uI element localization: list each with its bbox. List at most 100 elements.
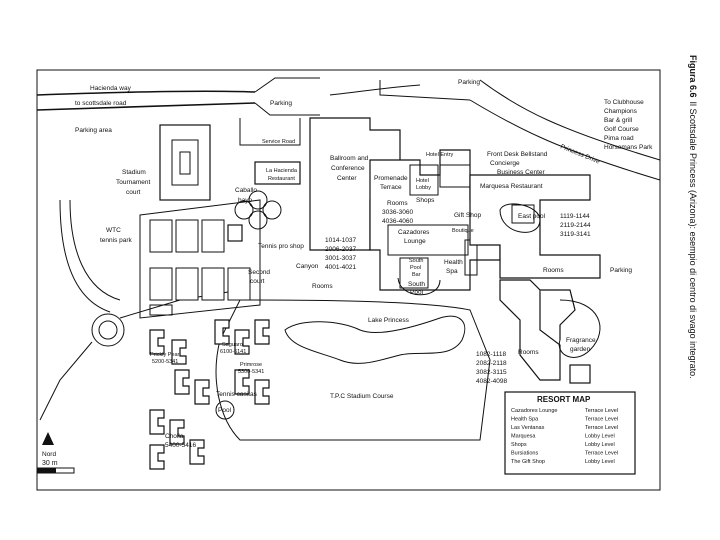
label-hotel-lobby-1: Hotel bbox=[416, 178, 429, 184]
label-ballroom-1: Ballroom and bbox=[330, 155, 369, 162]
legend-level: Lobby Level bbox=[585, 459, 615, 465]
legend-level: Lobby Level bbox=[585, 442, 615, 448]
label-front-desk-2: Concierge bbox=[490, 160, 520, 167]
label-rooms-left-2: 2006-2037 bbox=[325, 246, 356, 253]
label-rooms-left-4: 4001-4021 bbox=[325, 264, 356, 271]
tpc-course-outline bbox=[215, 299, 491, 441]
label-ballroom-3: Center bbox=[337, 175, 357, 182]
casitas bbox=[149, 319, 270, 470]
label-rooms-center-3: 4036-4060 bbox=[382, 218, 413, 225]
stadium-court bbox=[159, 124, 211, 201]
caballo-bayo bbox=[234, 161, 301, 230]
label-prickly-pear-1: Prickly Pear bbox=[150, 352, 180, 358]
label-cholla-2: 5400-5416 bbox=[165, 442, 196, 449]
label-to-clubhouse-4: Golf Course bbox=[604, 126, 639, 133]
label-caballo-2: bayo bbox=[238, 197, 252, 204]
label-pool: Pool bbox=[218, 407, 232, 414]
label-primrose-1: Primrose bbox=[240, 362, 262, 368]
legend-place: Bursiations bbox=[511, 451, 538, 457]
lower-rooms-wing bbox=[499, 279, 601, 384]
label-rooms-lower-2: 2082-2118 bbox=[476, 360, 507, 367]
label-rooms-lower-4: 4082-4098 bbox=[476, 378, 507, 385]
label-rooms-lower-1: 1082-1118 bbox=[476, 351, 507, 358]
legend-place: Las Ventanas bbox=[511, 425, 545, 431]
label-health-spa-2: Spa bbox=[446, 268, 458, 275]
legend-level: Terrace Level bbox=[585, 451, 618, 457]
caption-text: Il Scottsdale Princess (Arizona): esempi… bbox=[688, 102, 698, 379]
label-hotel-lobby-2: Lobby bbox=[416, 185, 431, 191]
label-princess-drive: Princess Drive bbox=[559, 143, 601, 165]
label-canyon: Canyon bbox=[296, 263, 319, 270]
legend-place: Marquesa bbox=[511, 434, 536, 440]
label-shops: Shops bbox=[416, 197, 435, 204]
label-stadium-1: Stadium bbox=[122, 169, 146, 176]
label-parking-top: Parking bbox=[270, 100, 292, 107]
label-service-road: Service Road bbox=[262, 139, 295, 145]
label-south-pool-bar-3: Bar bbox=[412, 272, 421, 278]
label-health-spa-1: Health bbox=[444, 259, 463, 266]
label-marquesa: Marquesa Restaurant bbox=[480, 183, 543, 190]
label-gift-shop: Gift Shop bbox=[454, 212, 481, 219]
label-rooms-lower-3: 3082-3115 bbox=[476, 369, 507, 376]
east-wing bbox=[469, 174, 601, 279]
label-caballo-1: Caballo bbox=[235, 187, 257, 194]
legend-title: RESORT MAP bbox=[537, 395, 591, 404]
label-tpc: T.P.C Stadium Course bbox=[330, 393, 394, 400]
label-rooms-east-3: 3119-3141 bbox=[560, 231, 591, 238]
label-fragrance-1: Fragrance bbox=[566, 337, 596, 344]
label-wtc-2: tennis park bbox=[100, 237, 133, 244]
label-ballroom-2: Conference bbox=[331, 165, 365, 172]
label-rooms-east-2: 2119-2144 bbox=[560, 222, 591, 229]
label-front-desk-1: Front Desk Bellstand bbox=[487, 151, 548, 158]
label-saguaro-1: Saguaro bbox=[222, 342, 243, 348]
legend-place: The Gift Shop bbox=[511, 459, 545, 465]
label-parking-area: Parking area bbox=[75, 127, 112, 134]
label-rooms-word-lower: Rooms bbox=[518, 349, 539, 356]
legend-place: Health Spa bbox=[511, 417, 539, 423]
legend-level: Terrace Level bbox=[585, 425, 618, 431]
label-la-hacienda-1: La Hacienda bbox=[266, 168, 298, 174]
svg-text:Figura 6.6Il Scottsdale Prince: Figura 6.6Il Scottsdale Princess (Arizon… bbox=[688, 55, 698, 379]
label-to-clubhouse-5: Pima road bbox=[604, 135, 634, 142]
label-stadium-3: court bbox=[126, 189, 141, 196]
label-wtc-1: WTC bbox=[106, 227, 121, 234]
label-prickly-pear-2: 5200-5341 bbox=[152, 359, 178, 365]
legend-level: Lobby Level bbox=[585, 434, 615, 440]
label-south-pool-bar-1: South bbox=[409, 258, 423, 264]
label-cholla-1: Cholla bbox=[165, 433, 184, 440]
label-scale: 30 m bbox=[42, 460, 58, 467]
label-hacienda-way: Hacienda way bbox=[90, 85, 132, 92]
label-primrose-2: 5300-5341 bbox=[238, 369, 264, 375]
tennis-courts bbox=[139, 199, 261, 319]
label-second-court-1: Second bbox=[248, 269, 270, 276]
label-east-pool: East pool bbox=[518, 213, 546, 220]
label-nord: Nord bbox=[42, 451, 56, 458]
label-stadium-2: Tournament bbox=[116, 179, 151, 186]
label-rooms-center-1: Rooms bbox=[387, 200, 408, 207]
label-cazadores-2: Lounge bbox=[404, 238, 426, 245]
lake-princess bbox=[284, 315, 466, 364]
label-front-desk-3: Business Center bbox=[497, 169, 546, 176]
north-arrow bbox=[42, 432, 54, 445]
label-to-clubhouse-6: Horsemans Park bbox=[604, 144, 653, 151]
label-to-clubhouse-2: Champions bbox=[604, 108, 638, 115]
legend-place: Cazadores Lounge bbox=[511, 408, 557, 414]
label-south-pool-2: Pool bbox=[410, 289, 424, 296]
label-lake-princess: Lake Princess bbox=[368, 317, 410, 324]
label-rooms-east-1: 1119-1144 bbox=[560, 213, 590, 220]
label-second-court-2: court bbox=[250, 278, 265, 285]
label-saguaro-2: 6100-6141 bbox=[220, 349, 246, 355]
label-promenade-1: Promenade bbox=[374, 175, 408, 182]
label-parking-top2: Parking bbox=[458, 79, 480, 86]
label-rooms-center-2: 3036-3060 bbox=[382, 209, 413, 216]
label-rooms-left-1: 1014-1037 bbox=[325, 237, 356, 244]
label-cazadores-1: Cazadores bbox=[398, 229, 430, 236]
label-boutique: Boutique bbox=[452, 228, 474, 234]
label-promenade-2: Terrace bbox=[380, 184, 402, 191]
label-la-hacienda-2: Restaurant bbox=[268, 176, 295, 182]
scale-bar bbox=[37, 467, 75, 474]
label-rooms-word-left: Rooms bbox=[312, 283, 333, 290]
label-to-clubhouse-3: Bar & grill bbox=[604, 117, 633, 124]
